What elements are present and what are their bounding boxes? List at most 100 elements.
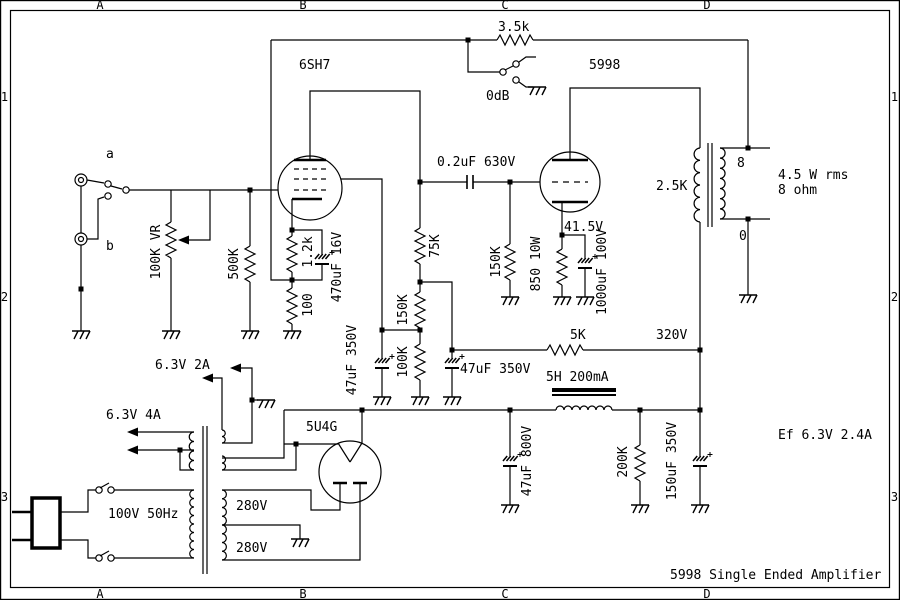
- label-filter-cap-1: 47uF 800V: [520, 426, 535, 497]
- grid-number-right-1: 1: [891, 90, 898, 104]
- heater-arrow-icon: [202, 373, 213, 383]
- grid-letter-top-c: C: [501, 0, 508, 12]
- cap-0.2uf-coupling: [466, 174, 474, 190]
- potentiometer-100k: [165, 221, 177, 259]
- label-screen-cap: 47uF 350V: [345, 325, 360, 396]
- label-coupling-cap: 0.2uF 630V: [437, 155, 515, 170]
- label-divider-r2: 100K: [396, 346, 411, 377]
- heater-arrow-icon: [230, 363, 241, 373]
- grid-number-right-3: 3: [891, 490, 898, 504]
- resistor-1k2: [286, 235, 298, 273]
- tube-6sh7-envelope: [277, 155, 343, 221]
- component-labels: 3.5k 0dB 6SH7 5998 0.2uF 630V 2.5K 8 0 4…: [106, 20, 872, 556]
- schematic-title: 5998 Single Ended Amplifier: [670, 568, 881, 583]
- ot-core: [707, 143, 713, 227]
- v3-filament: [337, 442, 363, 463]
- output-transformer: [693, 143, 770, 410]
- label-feedback-switch: 0dB: [486, 89, 510, 104]
- power-transformer: [127, 363, 276, 574]
- grid-letter-bottom-b: B: [299, 587, 306, 600]
- label-heater-4a: 6.3V 4A: [106, 408, 161, 423]
- mains-plug: [30, 496, 62, 550]
- label-tube-v2: 5998: [589, 58, 620, 73]
- label-cathode-r2: 100: [301, 293, 316, 316]
- heater-arrow-icon: [127, 427, 138, 437]
- pot-wiper-arrow-icon: [178, 235, 189, 245]
- grid-letter-top-d: D: [703, 0, 710, 12]
- grid-letter-top-a: A: [96, 0, 104, 12]
- pt-core: [202, 426, 208, 574]
- resistor-100k-divider: [414, 343, 426, 381]
- label-cathode-r1: 1.2k: [301, 236, 316, 267]
- label-choke: 5H 200mA: [546, 370, 609, 385]
- label-mains: 100V 50Hz: [108, 507, 178, 522]
- label-hv-winding-2: 280V: [236, 541, 267, 556]
- label-dropper-resistor: 5K: [570, 328, 586, 343]
- cap-150uf: [692, 451, 714, 467]
- resistor-500k: [244, 245, 256, 283]
- grid-letter-bottom-c: C: [501, 587, 508, 600]
- label-tube-v3: 5U4G: [306, 420, 337, 435]
- label-output-load: 8 ohm: [778, 183, 817, 198]
- tube-5u4g-envelope: [318, 440, 382, 504]
- plug-prongs: [12, 510, 32, 542]
- v1-grids: [294, 168, 326, 191]
- cap-47uf-screen: [374, 353, 396, 369]
- label-ot-tap8: 8: [737, 156, 745, 171]
- grid-letter-bottom-d: D: [703, 587, 710, 600]
- label-input-b: b: [106, 239, 114, 254]
- rca-jack-b: [74, 232, 88, 246]
- grid-number-left-2: 2: [1, 290, 8, 304]
- label-grid-resistor: 500K: [227, 248, 242, 279]
- resistor-5k: [546, 344, 584, 356]
- tube-6sh7-stage: [277, 37, 700, 406]
- resistor-150k-grid: [504, 243, 516, 281]
- label-tube-v1: 6SH7: [299, 58, 330, 73]
- resistor-200k: [634, 444, 646, 482]
- label-ot-tap0: 0: [739, 229, 747, 244]
- choke-core: [552, 388, 616, 392]
- mains-input: [12, 482, 194, 562]
- resistor-100: [286, 287, 298, 325]
- pt-hv-coil: [221, 489, 227, 561]
- pt-heater2a-coil: [221, 429, 226, 444]
- label-cathode-cap: 470uF 16V: [330, 232, 345, 303]
- ot-secondary-coil: [719, 147, 726, 220]
- label-ot-primary: 2.5K: [656, 179, 687, 194]
- label-grid-r2: 150K: [489, 246, 504, 277]
- label-decoupling-cap: 47uF 350V: [460, 362, 531, 377]
- input-selector-arm: [122, 186, 130, 194]
- choke-coil: [555, 405, 613, 411]
- input-selector-contact-b: [104, 192, 112, 200]
- mains-switch-contact: [95, 554, 103, 562]
- ot-primary-coil: [693, 147, 701, 223]
- resistor-75k: [414, 227, 426, 265]
- feedback-network: [270, 34, 749, 281]
- pt-heater4a-coil: [188, 431, 195, 471]
- label-cathode-cap2: 1000uF 100V: [595, 229, 610, 315]
- mains-switch-contact: [95, 486, 103, 494]
- label-filament-note: Ef 6.3V 2.4A: [778, 428, 872, 443]
- rectifier-5u4g: [222, 407, 382, 561]
- label-volume-pot: 100K VR: [149, 224, 164, 279]
- label-feedback-resistor: 3.5k: [498, 20, 529, 35]
- pt-primary-coil: [189, 489, 195, 559]
- label-hv-winding-1: 280V: [236, 499, 267, 514]
- resistor-feedback: [496, 34, 534, 46]
- label-output-power: 4.5 W rms: [778, 168, 848, 183]
- label-cathode-r3: 850 10W: [529, 236, 544, 291]
- mains-switch-contact: [107, 554, 115, 562]
- tube-5998-stage: [500, 87, 701, 306]
- psu-filter: [284, 388, 714, 514]
- heater-arrow-icon: [127, 445, 138, 455]
- label-plate-resistor: 75K: [428, 234, 443, 258]
- input-section: [71, 173, 278, 340]
- mains-switch-contact: [107, 486, 115, 494]
- label-input-a: a: [106, 147, 114, 162]
- grid-letter-top-b: B: [299, 0, 306, 12]
- grid-letter-bottom-a: A: [96, 587, 104, 600]
